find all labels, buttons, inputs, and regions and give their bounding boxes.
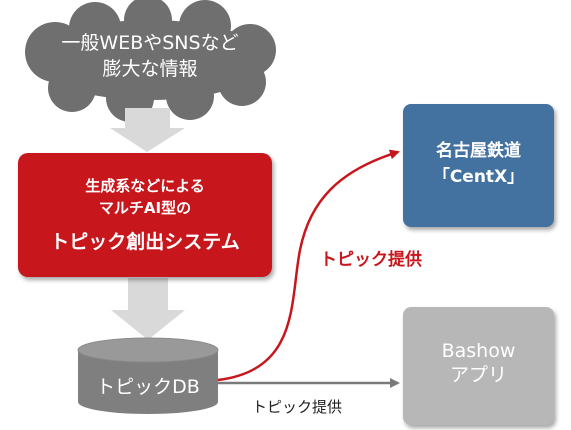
centx-line1: 名古屋鉄道 xyxy=(436,141,521,161)
connector-label-primary: トピック提供 xyxy=(320,250,422,270)
connector-label-secondary: トピック提供 xyxy=(252,398,343,416)
centx-line2: 「CentX」 xyxy=(432,167,525,187)
connector-db-to-centx xyxy=(217,149,400,382)
flow-arrow-generator-to-db xyxy=(111,278,185,340)
bashow-line1: Bashow xyxy=(441,340,516,362)
cloud-shape xyxy=(25,0,276,122)
topic-generator-box: 生成系などによる マルチAI型の トピック創出システム xyxy=(18,153,272,277)
generator-line3: トピック創出システム xyxy=(50,231,240,253)
centx-box: 名古屋鉄道 「CentX」 xyxy=(403,104,554,227)
cloud-label: 一般WEBやSNSなど 膨大な情報 xyxy=(30,30,270,82)
cloud-label-line2: 膨大な情報 xyxy=(102,58,198,80)
database-cylinder xyxy=(77,337,219,414)
bashow-app-box: Bashow アプリ xyxy=(403,307,554,425)
database-label: トピックDB xyxy=(96,376,200,398)
flow-arrow-cloud-to-generator xyxy=(110,108,185,152)
generator-line1: 生成系などによる xyxy=(85,177,205,195)
bashow-line2: アプリ xyxy=(449,364,507,386)
cloud-label-line1: 一般WEBやSNSなど xyxy=(61,32,239,54)
generator-line2: マルチAI型の xyxy=(98,199,192,217)
